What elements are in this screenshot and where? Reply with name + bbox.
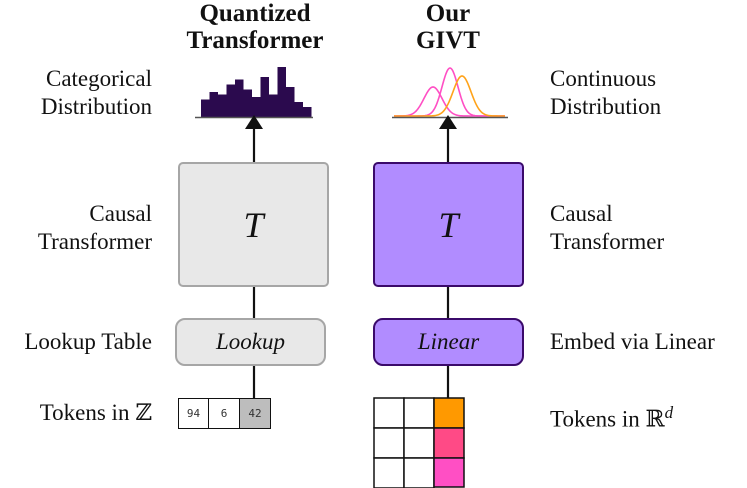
left-title-line2: Transformer (186, 27, 324, 54)
histogram-bar (277, 67, 286, 117)
lookup-table-label: Lookup Table (24, 329, 152, 354)
distribution-curve-3 (394, 75, 505, 117)
categorical-line2: Distribution (40, 94, 152, 119)
continuous-line1: Continuous (550, 66, 657, 91)
right-title-line1: Our (425, 0, 471, 27)
integer-set-symbol: ℤ (135, 400, 152, 425)
discrete-token-row: 94 6 42 (178, 398, 271, 429)
histogram-bar (226, 84, 235, 117)
linear-box: Linear (373, 318, 524, 366)
right-arrow-head (439, 115, 457, 129)
left-arrow-head (245, 115, 263, 129)
continuous-distribution-curves (394, 67, 505, 117)
quantized-transformer-symbol: T (243, 204, 264, 245)
continuous-distribution-label: Continuous Distribution (550, 65, 745, 121)
token-cell-orange (433, 397, 465, 429)
histogram-bar (252, 97, 261, 117)
dimension-exponent: d (664, 403, 674, 422)
quantized-transformer-box: T (178, 162, 329, 287)
givt-transformer-box: T (373, 162, 524, 287)
token-box: 6 (209, 398, 240, 429)
histogram-bar (303, 107, 312, 117)
histogram-bar (260, 77, 269, 117)
histogram-bar (286, 87, 295, 117)
token-cell (403, 457, 435, 488)
left-causal-line1: Causal (89, 201, 152, 226)
histogram-bar (269, 94, 278, 117)
right-title-line2: GIVT (416, 27, 480, 54)
right-causal-transformer-label: Causal Transformer (550, 200, 745, 256)
histogram-bar (235, 79, 244, 117)
right-column-title: Our GIVT (378, 0, 518, 54)
token-box-highlighted: 42 (240, 398, 271, 429)
histogram-bar (201, 99, 210, 117)
right-causal-line1: Causal (550, 201, 613, 226)
continuous-token-grid (373, 397, 465, 488)
left-causal-transformer-label: Causal Transformer (0, 200, 152, 256)
linear-box-label: Linear (417, 329, 480, 354)
histogram-bar (218, 94, 227, 117)
token-box: 94 (178, 398, 209, 429)
tokens-rd-prefix: Tokens in (550, 406, 646, 432)
tokens-in-rd-label: Tokens in ℝd (550, 399, 745, 434)
left-causal-line2: Transformer (37, 229, 152, 254)
histogram-bar (294, 102, 303, 117)
distribution-curve-2 (394, 67, 505, 117)
right-causal-line2: Transformer (550, 229, 665, 254)
embed-via-linear-label: Embed via Linear (550, 329, 715, 354)
left-column-title: Quantized Transformer (170, 0, 340, 54)
token-cell (403, 397, 435, 429)
histogram-bar (209, 92, 218, 117)
token-cell (373, 397, 405, 429)
lookup-box: Lookup (175, 318, 326, 366)
categorical-histogram (201, 67, 312, 117)
lookup-box-label: Lookup (216, 329, 285, 354)
categorical-line1: Categorical (45, 66, 152, 91)
left-title-line1: Quantized (199, 0, 311, 27)
real-set-symbol: ℝ (645, 406, 665, 432)
tokens-z-prefix: Tokens in (39, 400, 136, 425)
token-cell (373, 427, 405, 459)
token-cell-magenta (433, 457, 465, 488)
token-cell (403, 427, 435, 459)
histogram-bar (243, 89, 252, 117)
token-cell (373, 457, 405, 488)
tokens-in-z-label: Tokens in ℤ (0, 399, 152, 427)
categorical-distribution-label: Categorical Distribution (0, 65, 152, 121)
givt-transformer-symbol: T (438, 204, 459, 245)
continuous-line2: Distribution (550, 94, 662, 119)
token-cell-pink (433, 427, 465, 459)
